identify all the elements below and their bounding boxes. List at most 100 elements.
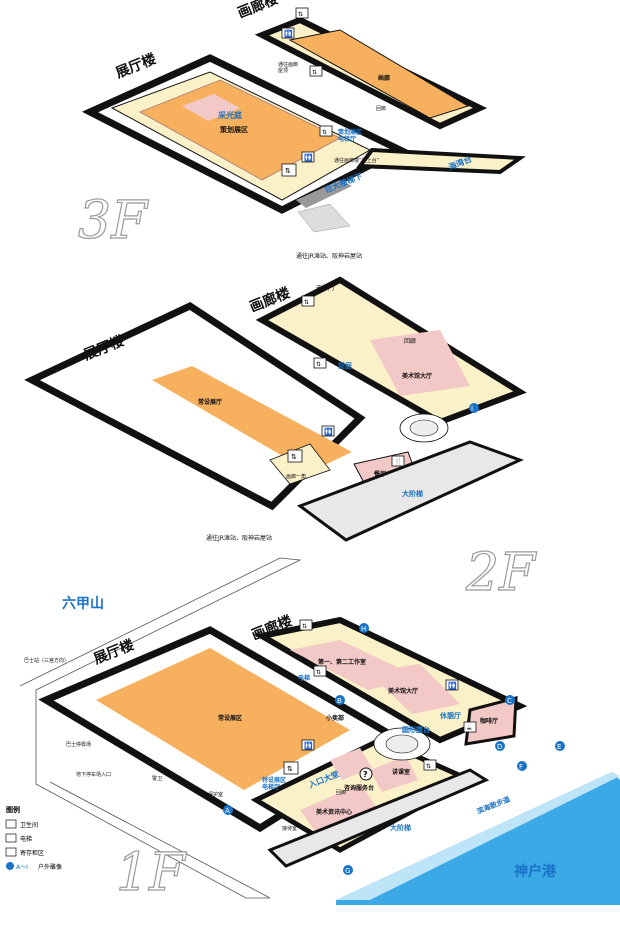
f1-harbor-label: 神户港 xyxy=(514,863,557,880)
f2-museum-hall-label: 美术馆大厅 xyxy=(401,372,432,380)
f3-gallery-label: 画廊 xyxy=(378,74,390,82)
floor-1f: 六甲山 神户港 展厅楼 画廊楼 第一、第二工作室 美术馆大厅 小卖部 常设展区 … xyxy=(19,557,620,905)
f1-rotunda-inner xyxy=(385,734,419,754)
f1-workroom-label: 第一、第二工作室 xyxy=(317,658,366,666)
svg-text:⇅: ⇅ xyxy=(291,453,297,461)
f1-shop-label: 小卖部 xyxy=(325,714,344,722)
svg-text:⇅: ⇅ xyxy=(285,167,291,175)
sculpture-marker-D[interactable]: D xyxy=(495,741,505,751)
locker-icon xyxy=(5,847,17,857)
sculpture-marker-H[interactable]: H xyxy=(359,623,369,633)
f3-building-hall-label: 展厅楼 xyxy=(113,50,158,81)
f1-parking-entrance-label: 地下停车场入口 xyxy=(76,771,111,778)
elevator-icon: ⇅ xyxy=(301,295,315,307)
legend-elevator-label: 电梯 xyxy=(20,835,32,843)
f1-mountain-label: 六甲山 xyxy=(62,595,104,612)
svg-text:⇅: ⇅ xyxy=(316,361,321,368)
svg-text:⇅: ⇅ xyxy=(312,69,317,76)
f1-exhibit-elevator-l1: 特设展区 xyxy=(262,776,286,784)
f1-cafe-area xyxy=(464,696,518,746)
legend-item-restroom: 卫生间 xyxy=(5,819,38,829)
marker-e-text: E xyxy=(557,743,561,751)
svg-text:⇅: ⇅ xyxy=(287,765,293,773)
f2-gate-label: 天桥门 xyxy=(316,284,334,292)
f1-bus-station-label: 巴士站（三宫方向） xyxy=(24,657,69,664)
restroom-icon: 🚻 xyxy=(301,151,315,163)
f3-planned-exhibit-label: 策划展区 xyxy=(219,125,248,134)
elevator-icon xyxy=(5,833,17,843)
restroom-icon xyxy=(5,819,17,829)
elevator-icon: ⇅ xyxy=(313,357,327,369)
svg-text:⇅: ⇅ xyxy=(302,623,307,630)
elevator-icon: ⇅ xyxy=(299,619,313,631)
restroom-icon: 🚻 xyxy=(281,27,295,39)
sculpture-marker-C[interactable]: C xyxy=(505,695,515,705)
legend-title: 图例 xyxy=(6,805,20,814)
f3-terrace-strip xyxy=(356,147,526,175)
f1-lounge-label: 休憩厅 xyxy=(439,711,461,720)
sculpture-marker-B[interactable]: B xyxy=(335,695,345,705)
f1-harbor-edge xyxy=(336,772,620,900)
f2-grand-stair-area xyxy=(296,440,524,542)
elevator-icon: ⇅ xyxy=(309,65,323,77)
f3-exhibit-elevator-l2: 电梯厅 xyxy=(338,135,356,143)
f1-reception-label: 接待室 xyxy=(282,825,297,832)
f3-exit-terrace-l2: 屋顶 xyxy=(278,68,288,74)
f2-corridor-label: 回廊 xyxy=(404,337,416,345)
f3-skylight xyxy=(182,94,240,121)
svg-text:⇅: ⇅ xyxy=(322,129,327,136)
f2-grand-stair-label: 大阶梯 xyxy=(402,489,423,498)
f1-consult-label: 咨询服务台 xyxy=(344,784,374,792)
elevator-icon: ⇅ xyxy=(287,449,303,463)
f2-walkway-label: 画廊一角 xyxy=(286,473,306,480)
marker-d-text: D xyxy=(497,743,502,751)
f3-skylight-label: 采光庭 xyxy=(217,110,243,120)
sculpture-marker-E[interactable]: E xyxy=(555,741,565,751)
f1-big-label: 1F xyxy=(116,843,187,903)
f1-rotunda-label: 圆形露台 xyxy=(402,725,430,734)
svg-text:🍴: 🍴 xyxy=(394,457,403,466)
svg-text:🚻: 🚻 xyxy=(304,153,313,162)
f3-stairs xyxy=(296,180,352,208)
svg-text:I: I xyxy=(471,405,473,413)
svg-text:⇅: ⇅ xyxy=(298,11,303,18)
sculpture-marker-icon: I xyxy=(469,403,479,413)
f2-hall-outline xyxy=(24,301,366,511)
svg-text:🚻: 🚻 xyxy=(448,681,457,690)
marker-g-text: G xyxy=(345,867,350,875)
marker-c-text: C xyxy=(507,697,512,705)
f1-info-center-area xyxy=(300,784,380,838)
restroom-icon: 🚻 xyxy=(321,425,335,437)
f1-seaside-label: 滨海散步道 xyxy=(475,794,511,815)
f2-permanent-area xyxy=(152,366,352,472)
elevator-icon: ⇅ xyxy=(313,665,327,677)
sculpture-marker-F[interactable]: F xyxy=(517,761,527,771)
f2-bridge-label: 前庭 xyxy=(338,361,353,370)
floor-3f: 画廊楼 展厅楼 采光庭 策划展区 画廊 回廊 策划展区 电梯厅 巨大楼梯下 海湾… xyxy=(77,0,526,252)
f1-info-center-label: 美术资讯中心 xyxy=(315,808,352,816)
f3-gallery-area xyxy=(288,29,470,119)
f1-guard-label: 警卫 xyxy=(152,775,162,782)
svg-text:🚻: 🚻 xyxy=(324,427,333,436)
restroom-icon: 🚻 xyxy=(445,679,459,691)
legend-sculpture-label: 户外雕像 xyxy=(38,863,62,871)
f2-top-note: 通往JR滩站、阪神岩屋站 xyxy=(296,252,362,260)
f1-site-outline xyxy=(19,557,302,899)
legend-sculpture-prefix: A～I xyxy=(16,864,28,871)
f2-walkway xyxy=(269,443,331,485)
f3-big-label: 3F xyxy=(78,191,149,251)
f1-permanent-area xyxy=(96,648,350,790)
elevator-icon: ⇅ xyxy=(319,125,333,137)
f1-elevator-label: 电梯 xyxy=(298,674,310,682)
sculpture-marker-G[interactable]: G xyxy=(343,865,353,875)
f2-restaurant-label: 餐厅 xyxy=(373,470,386,478)
sculpture-marker-A[interactable]: A xyxy=(223,805,233,815)
restroom-icon: 🚻 xyxy=(301,739,315,751)
svg-text:☕: ☕ xyxy=(466,724,472,732)
f3-exhibit-elevator-l1: 策划展区 xyxy=(337,128,362,136)
f1-grand-stair-area xyxy=(267,768,490,868)
marker-a-text: A xyxy=(225,807,230,815)
f1-exhibit-elevator-l2: 电梯厅 xyxy=(262,783,280,791)
f3-corridor-label: 回廊 xyxy=(376,105,386,112)
